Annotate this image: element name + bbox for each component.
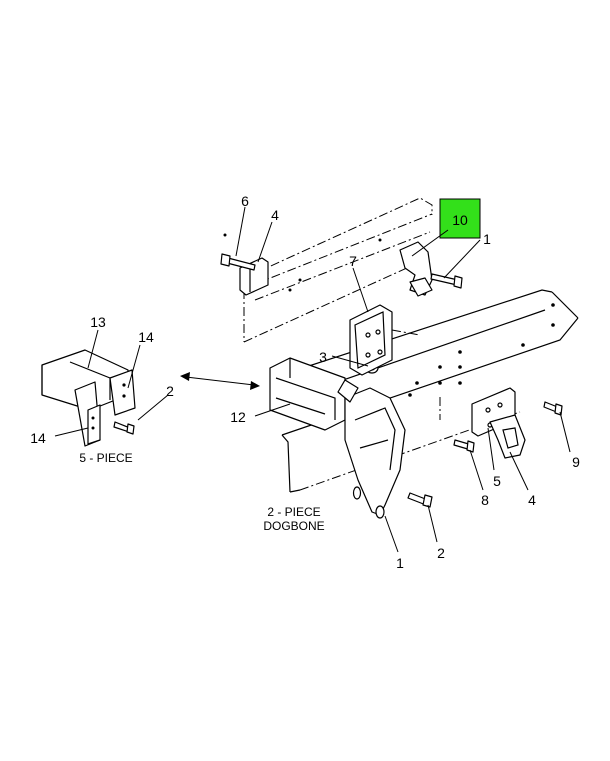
- dogbone-hanger: [337, 379, 406, 519]
- captions: 5 - PIECE 2 - PIECE DOGBONE: [79, 451, 324, 533]
- callout-4-lower[interactable]: 4: [528, 492, 536, 508]
- caption-two-piece: 2 - PIECE: [267, 505, 320, 519]
- callout-6[interactable]: 6: [241, 193, 249, 209]
- callout-2-left[interactable]: 2: [166, 383, 174, 399]
- callout-1-lower[interactable]: 1: [396, 555, 404, 571]
- caption-dogbone: DOGBONE: [263, 519, 324, 533]
- bolt-upper-left: [220, 253, 256, 271]
- bolt-dogbone: [407, 492, 433, 508]
- callout-12[interactable]: 12: [230, 409, 246, 425]
- callout-7[interactable]: 7: [349, 253, 357, 269]
- leader-lines: [54, 206, 571, 553]
- callout-4-upper[interactable]: 4: [271, 207, 279, 223]
- callout-14-lower[interactable]: 14: [30, 430, 46, 446]
- hook-bracket: [489, 414, 526, 459]
- callout-2-lower[interactable]: 2: [437, 545, 445, 561]
- callout-9[interactable]: 9: [572, 454, 580, 470]
- callout-10[interactable]: 10: [452, 212, 468, 228]
- assembly-alternative-arrow: [180, 372, 260, 390]
- bolt-upper-right: [430, 273, 463, 289]
- upper-hanger-bracket: [399, 241, 433, 297]
- bolt-item8: [453, 439, 475, 453]
- five-piece-assembly: [41, 349, 136, 447]
- callout-3[interactable]: 3: [319, 349, 327, 365]
- callout-labels: 10 1 6 4 7 13 14 3 2 12 14 1 2 8 5 4 9: [30, 193, 580, 571]
- callout-8[interactable]: 8: [481, 492, 489, 508]
- crossmember: [269, 357, 346, 431]
- bolt-item9: [543, 401, 563, 416]
- callout-14-upper[interactable]: 14: [138, 329, 154, 345]
- caption-five-piece: 5 - PIECE: [79, 451, 132, 465]
- callout-5[interactable]: 5: [493, 473, 501, 489]
- upper-frame-rail: [223, 197, 433, 343]
- callout-13[interactable]: 13: [90, 314, 106, 330]
- callout-1-upper[interactable]: 1: [483, 231, 491, 247]
- mounting-plate: [349, 304, 421, 376]
